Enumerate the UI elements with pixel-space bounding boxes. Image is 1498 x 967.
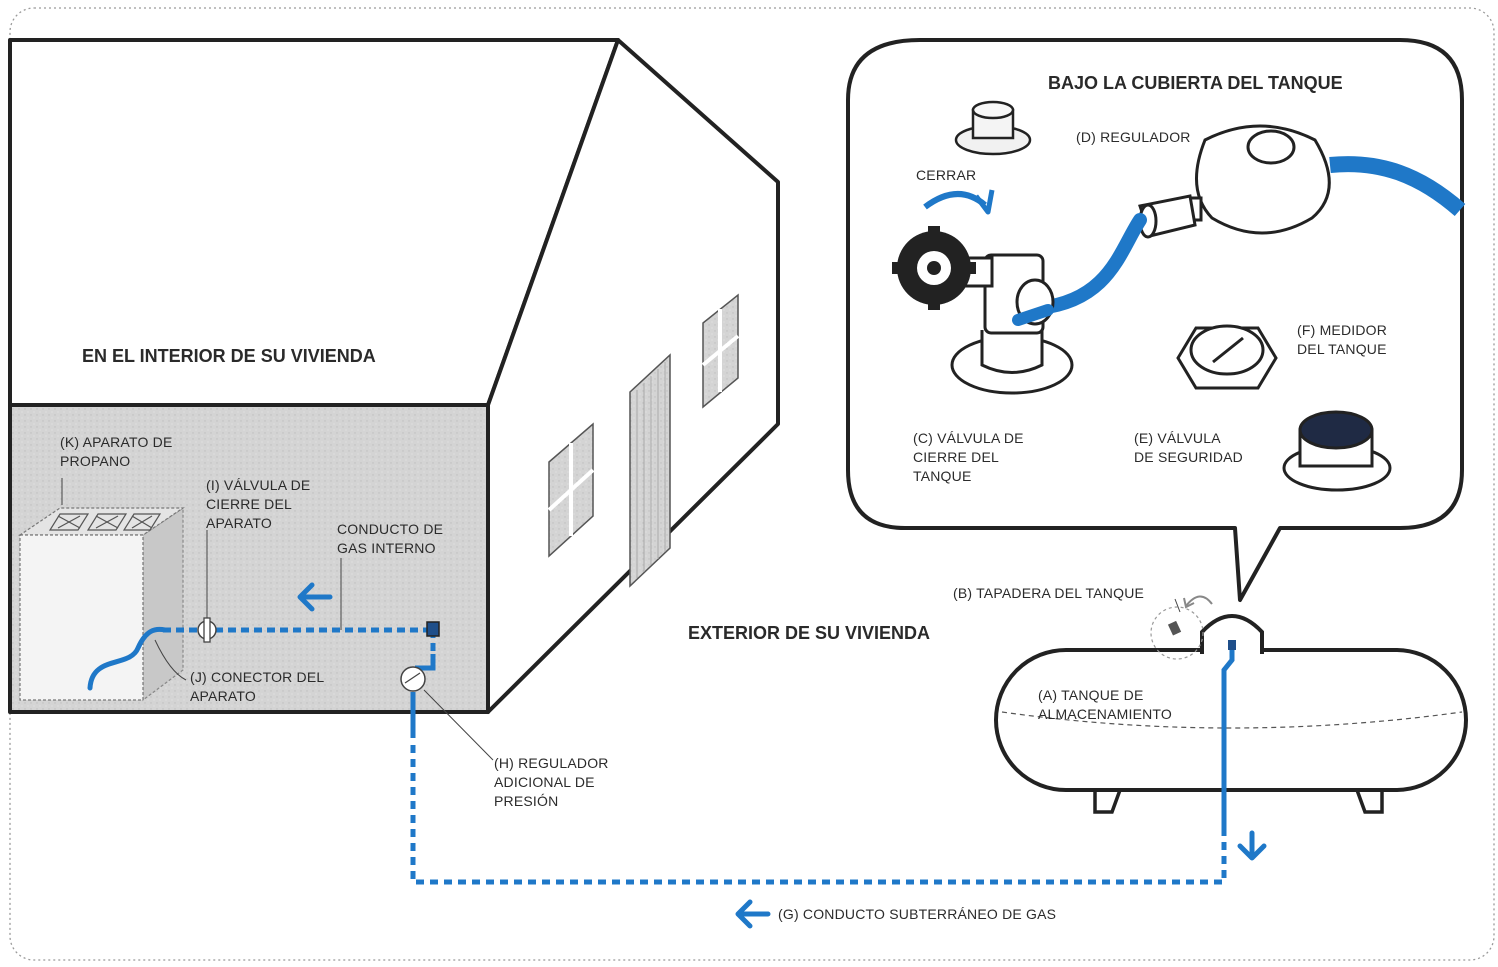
inside-home-heading: EN EL INTERIOR DE SU VIVIENDA [82,346,376,366]
label-k-propane-appliance: (K) APARATO DE PROPANO [60,434,173,469]
outlet-hose [1329,156,1466,217]
label-c-tank-shutoff-valve: (C) VÁLVULA DE CIERRE DEL TANQUE [913,430,1024,484]
tank-down-arrow [1237,830,1267,861]
label-e-safety-valve: (E) VÁLVULA DE SEGURIDAD [1134,430,1243,465]
additional-pressure-regulator [400,654,436,692]
tank-gauge [1176,324,1278,390]
valve-cap [954,100,1032,156]
underground-gas-pipe [410,692,1227,885]
label-close: CERRAR [916,167,977,183]
underground-flow-arrow [735,899,771,929]
label-internal-gas-pipe: CONDUCTO DE GAS INTERNO [337,521,444,556]
interior-flow-arrow [297,582,333,612]
label-f-tank-gauge: (F) MEDIDOR DEL TANQUE [1297,322,1388,357]
label-d-regulator: (D) REGULADOR [1076,129,1191,145]
propane-appliance [18,506,185,702]
house-door [629,353,671,588]
label-h-pressure-regulator: (H) REGULADOR ADICIONAL DE PRESIÓN [494,755,609,809]
outside-home-heading: EXTERIOR DE SU VIVIENDA [688,623,931,643]
label-i-appliance-shutoff-valve: (I) VÁLVULA DE CIERRE DEL APARATO [206,477,311,531]
appliance-shutoff-valve [197,617,217,643]
under-tank-cover-heading: BAJO LA CUBIERTA DEL TANQUE [1048,73,1343,93]
regulator-hose [1033,213,1147,315]
appliance-connector [87,626,168,691]
pipe-wall-fitting [426,621,440,637]
safety-valve [1282,410,1392,492]
regulator-d [1138,124,1331,239]
label-a-storage-tank: (A) TANQUE DE ALMACENAMIENTO [1038,687,1173,722]
label-g-underground-gas-pipe: (G) CONDUCTO SUBTERRÁNEO DE GAS [778,906,1057,922]
label-j-appliance-connector: (J) CONECTOR DEL APARATO [190,669,325,704]
house-windows [547,293,740,558]
tank-cover-callout [846,38,1464,602]
valve-handwheel [892,226,976,310]
label-b-tank-cover: (B) TAPADERA DEL TANQUE [953,585,1145,601]
tank-supply-pipe [1221,650,1235,828]
